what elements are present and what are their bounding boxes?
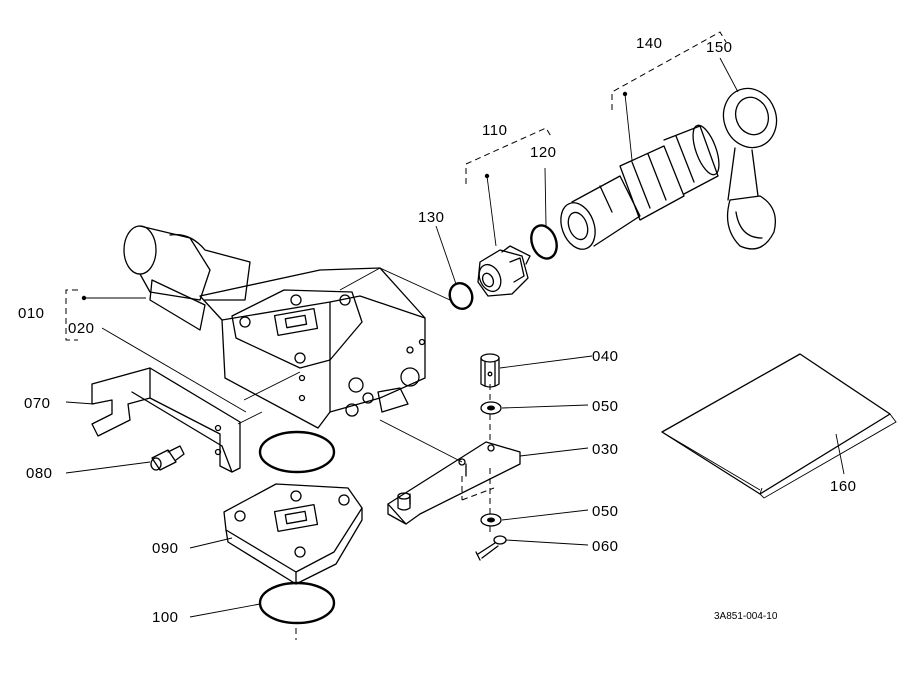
washer-050-upper[interactable] [480,401,502,415]
bolt-080[interactable] [150,445,185,471]
callout-labels: 010 020 070 080 090 100 130 110 120 140 … [18,35,857,626]
callout-130: 130 [418,209,445,226]
valve-body-010[interactable] [123,225,426,429]
dust-cap-150[interactable] [715,81,784,250]
assembly-group-brackets [65,31,727,341]
callout-050-lower: 050 [592,503,619,520]
adapter-110[interactable] [475,245,531,297]
drawing-code: 3A851-004-10 [714,611,778,622]
manual-booklet-160[interactable] [661,353,897,499]
callout-060: 060 [592,538,619,555]
callout-050-upper: 050 [592,398,619,415]
o-ring-020[interactable] [258,430,336,474]
callout-110: 110 [482,122,507,139]
o-ring-130[interactable] [446,280,476,312]
pin-040[interactable] [480,353,500,388]
cover-plate-090[interactable] [223,483,363,585]
callout-020: 020 [68,320,95,337]
callout-030: 030 [592,441,619,458]
lever-030[interactable] [387,441,521,525]
bracket-070[interactable] [91,367,241,473]
callout-040: 040 [592,348,619,365]
callout-120: 120 [530,144,557,161]
callout-090: 090 [152,540,179,557]
callout-080: 080 [26,465,53,482]
washer-050-lower[interactable] [480,513,502,527]
callout-140: 140 [636,35,663,52]
quick-coupler-140[interactable] [555,122,725,254]
callout-070: 070 [24,395,51,412]
o-ring-120[interactable] [527,222,561,262]
cotter-pin-060[interactable] [475,535,507,561]
leader-lines [65,57,845,618]
axis-lines [237,267,495,640]
callout-100: 100 [152,609,179,626]
callout-150: 150 [706,39,733,56]
callout-010: 010 [18,305,45,322]
o-ring-100[interactable] [258,581,336,625]
callout-160: 160 [830,478,857,495]
